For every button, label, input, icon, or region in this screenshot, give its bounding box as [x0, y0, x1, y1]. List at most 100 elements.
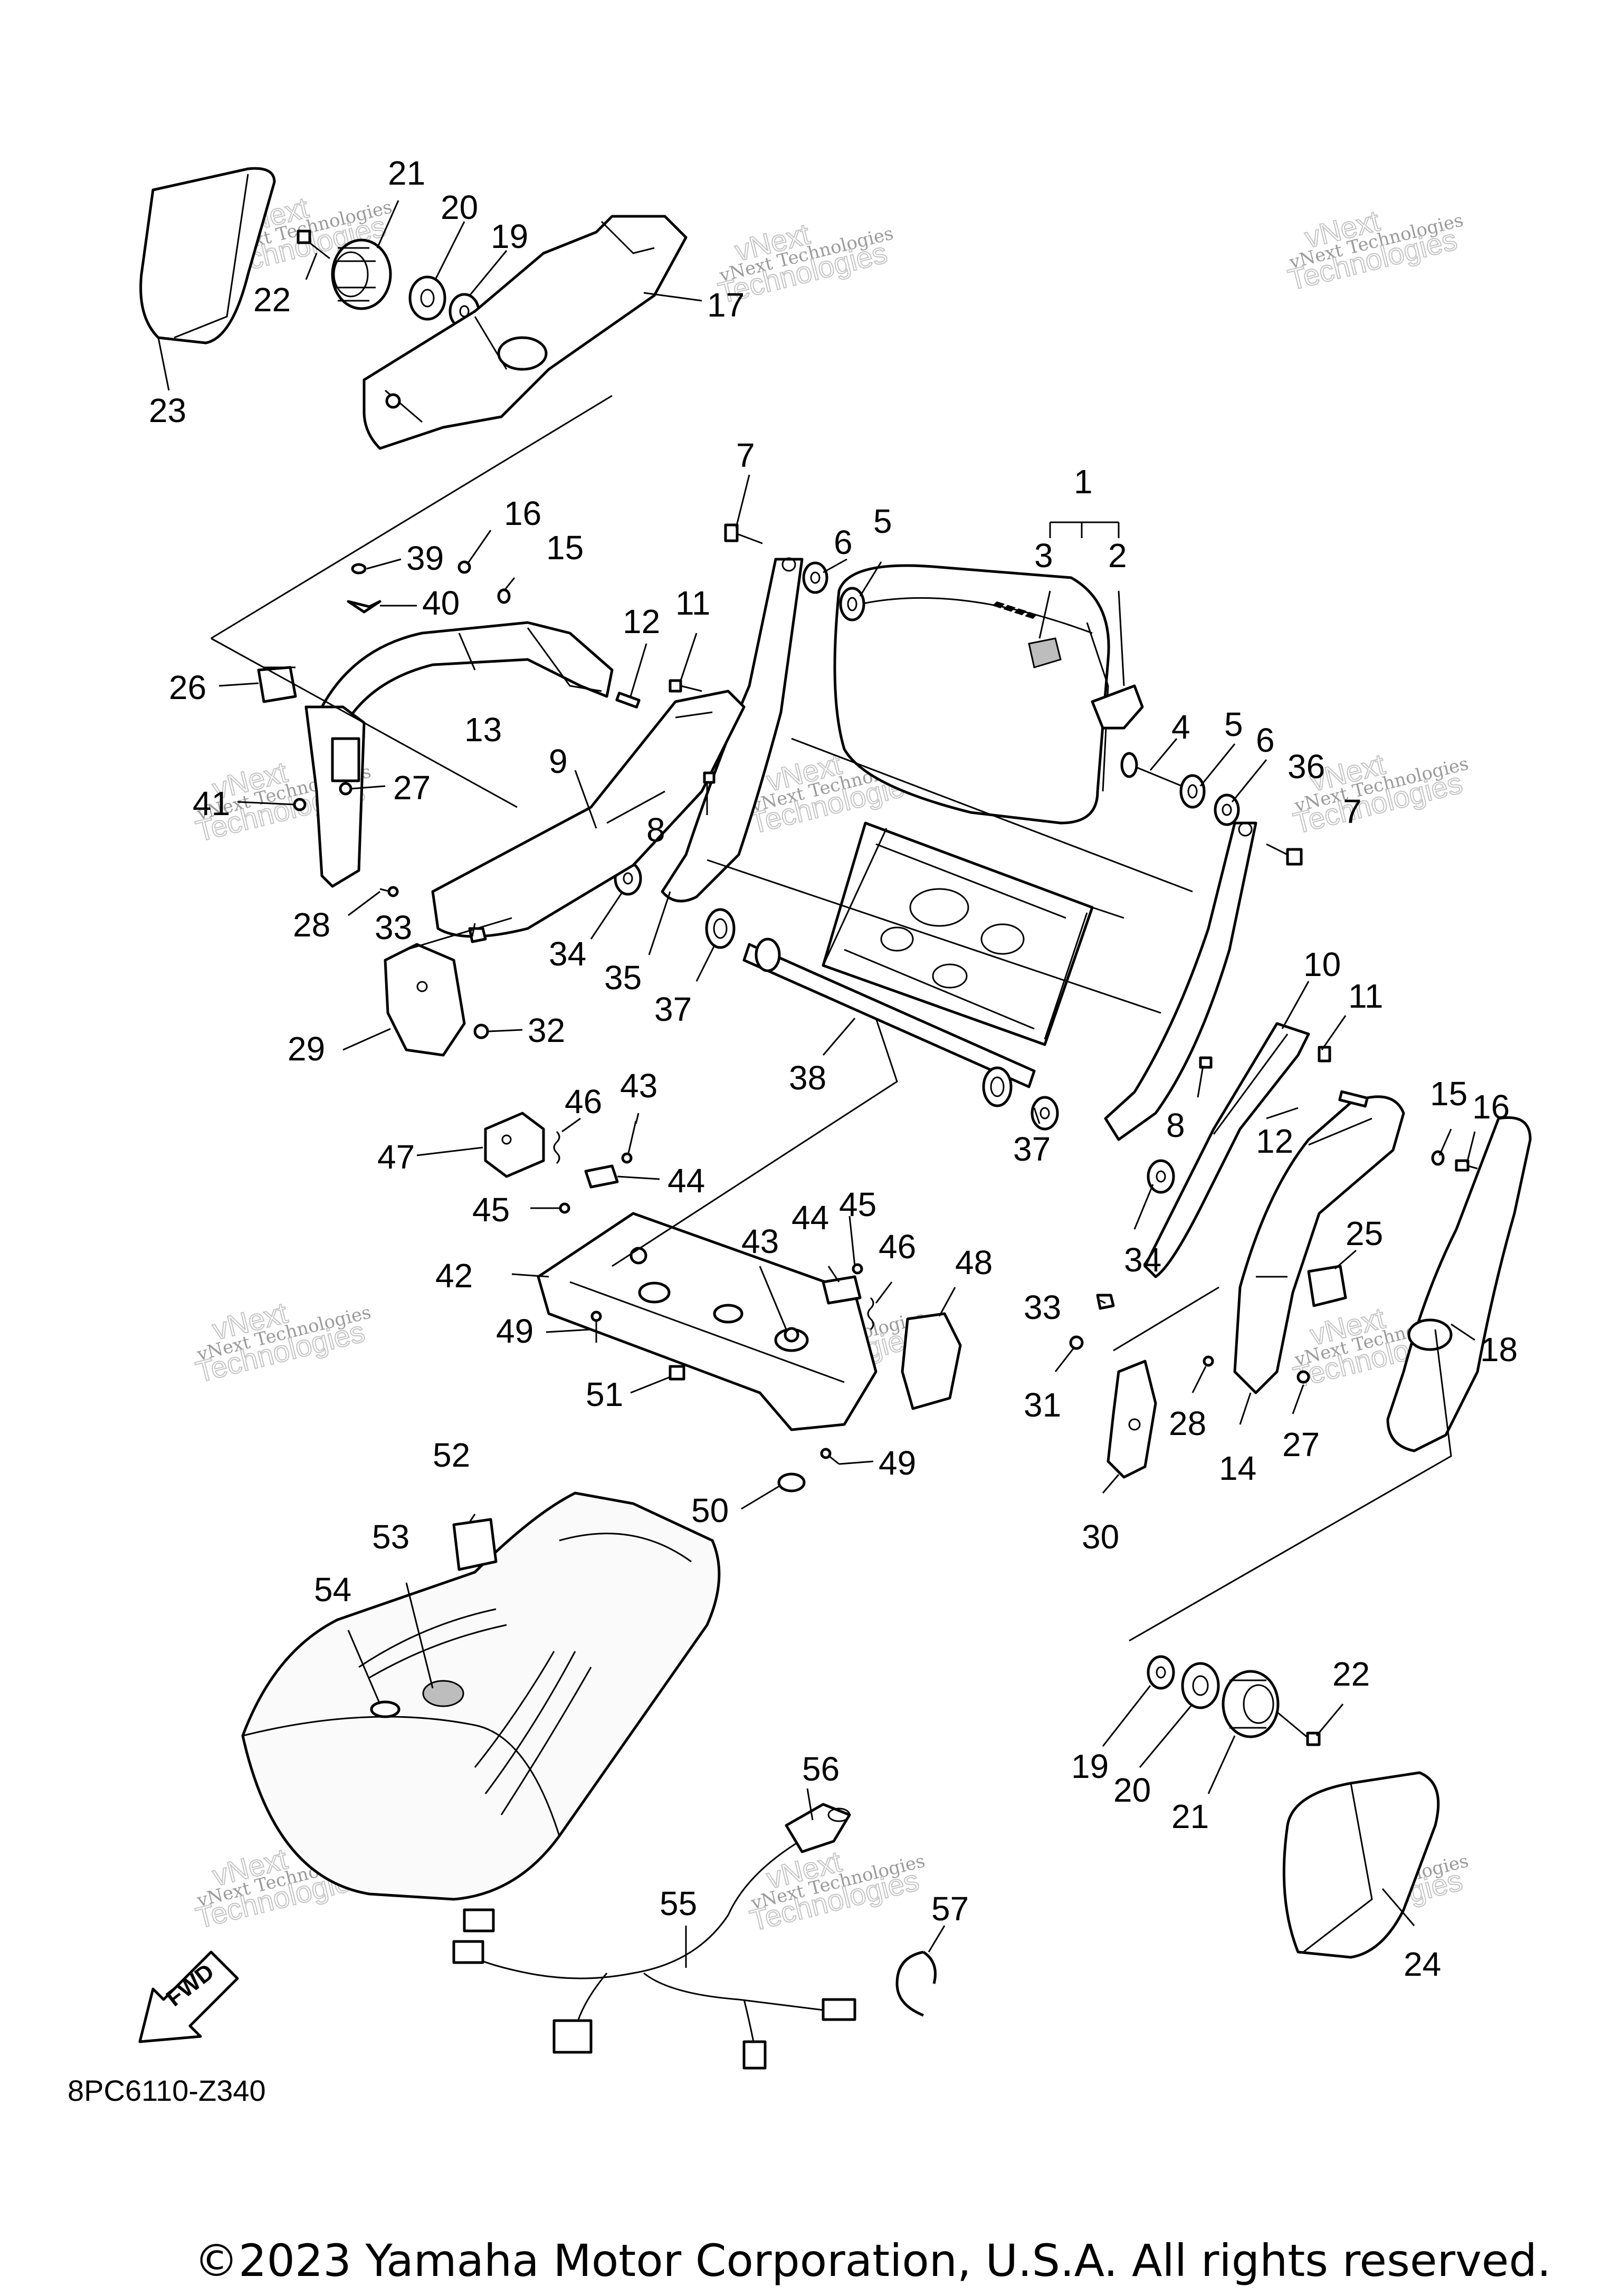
washer-6 — [1214, 793, 1240, 826]
panel-10 — [1143, 1022, 1310, 1278]
callout-8a: 8 — [646, 811, 665, 849]
callout-39: 39 — [406, 539, 444, 577]
callout-52: 52 — [433, 1436, 470, 1474]
bushing-37a — [705, 908, 736, 949]
bolt-11b — [1318, 1046, 1331, 1063]
callout-17: 17 — [707, 286, 745, 324]
latch-47 — [484, 1112, 545, 1178]
spring-46b — [867, 1297, 874, 1331]
knob-left — [331, 238, 392, 310]
latch-48 — [901, 1312, 962, 1410]
clip-44b — [822, 1275, 862, 1305]
bolt-8a — [703, 771, 716, 784]
spring-46a — [553, 1131, 560, 1164]
callout-44b: 44 — [792, 1199, 829, 1237]
callout-21a: 21 — [388, 154, 425, 192]
callout-3: 3 — [1034, 537, 1053, 575]
backrest-1: ▰▰▰▰ — [833, 564, 1110, 825]
armrest-14 — [1233, 1095, 1405, 1394]
pin-49a — [590, 1310, 602, 1343]
callout-19b: 19 — [1071, 1747, 1109, 1785]
callout-41: 41 — [193, 785, 230, 822]
callout-48: 48 — [955, 1243, 993, 1281]
clamp-57 — [895, 1950, 937, 2017]
armrest-cover-18 — [1386, 1116, 1532, 1452]
bolt-51 — [669, 1365, 685, 1381]
callout-8b: 8 — [1166, 1106, 1185, 1144]
callout-42: 42 — [435, 1257, 473, 1295]
callout-12a: 12 — [623, 602, 660, 640]
pin-49b — [820, 1448, 840, 1465]
bolt-7a — [724, 523, 763, 544]
bolt-27b — [1296, 1370, 1310, 1384]
callout-36: 36 — [1288, 748, 1325, 786]
bolt-11a — [669, 679, 702, 693]
callout-12b: 12 — [1256, 1122, 1293, 1160]
callout-10: 10 — [1303, 945, 1341, 983]
nut-45a — [559, 1202, 570, 1214]
socket-56 — [785, 1803, 851, 1853]
nut-45b — [852, 1263, 863, 1275]
callout-1: 1 — [1074, 463, 1093, 501]
side-bracket-left — [304, 705, 366, 888]
callout-6a: 6 — [834, 523, 853, 561]
callout-11a: 11 — [675, 584, 710, 622]
callout-38: 38 — [789, 1059, 826, 1097]
callout-6b: 6 — [1256, 721, 1275, 759]
leader-lines — [157, 200, 1476, 1968]
callout-34b: 34 — [1124, 1241, 1161, 1279]
callout-20b: 20 — [1113, 1771, 1151, 1809]
callout-53: 53 — [372, 1518, 409, 1556]
callout-51: 51 — [586, 1375, 623, 1413]
callout-2: 2 — [1108, 537, 1127, 575]
callout-19a: 19 — [491, 217, 528, 255]
callout-49b: 49 — [879, 1444, 916, 1482]
callout-31: 31 — [1024, 1386, 1061, 1424]
bolt-33b — [1096, 1294, 1115, 1310]
callout-27b: 27 — [1282, 1426, 1320, 1463]
washer-15a — [497, 588, 511, 604]
callout-34a: 34 — [549, 935, 586, 973]
clip-44a — [584, 1164, 619, 1189]
callout-32: 32 — [528, 1011, 565, 1049]
bolt-31 — [1069, 1335, 1084, 1350]
shaft-4 — [1120, 752, 1183, 787]
callout-7b: 7 — [1343, 792, 1362, 830]
bolt-43b — [784, 1327, 799, 1343]
frame-assembly — [822, 821, 1094, 1046]
bolt-43a — [621, 1121, 637, 1164]
callout-33b: 33 — [1024, 1288, 1061, 1326]
assembly-lines — [211, 395, 1452, 1642]
callout-29: 29 — [288, 1030, 325, 1068]
callout-15a: 15 — [546, 529, 584, 567]
pad-25 — [1307, 1265, 1347, 1307]
callout-7a: 7 — [736, 436, 755, 474]
panel-9 — [431, 690, 746, 938]
callout-14: 14 — [1219, 1449, 1256, 1487]
collar-5 — [1179, 774, 1206, 809]
callout-20a: 20 — [441, 188, 478, 226]
callout-35: 35 — [604, 959, 642, 997]
diagram-code: 8PC6110-Z340 — [68, 2074, 266, 2107]
callout-56: 56 — [802, 1750, 840, 1788]
callout-15b: 15 — [1430, 1075, 1467, 1113]
pin-12a — [615, 692, 641, 709]
callout-5b: 5 — [1224, 705, 1243, 743]
collar-20b — [1181, 1662, 1220, 1709]
callout-labels: 21 20 19 22 17 23 7 1 3 2 6 5 16 15 39 4… — [149, 154, 1518, 1983]
shaft-38 — [742, 906, 1124, 1088]
link-arm-right-36 — [1104, 821, 1257, 1141]
plate-29 — [384, 943, 466, 1057]
callout-22b: 22 — [1332, 1655, 1370, 1693]
armrest-cover-left — [139, 167, 276, 345]
callout-30: 30 — [1082, 1518, 1119, 1556]
callout-5a: 5 — [873, 502, 892, 540]
callout-26: 26 — [169, 668, 206, 706]
callout-46b: 46 — [879, 1228, 916, 1266]
pin-28b — [1203, 1355, 1214, 1367]
watermark: vNext vNext Technologies Technologies — [746, 1844, 927, 1938]
callout-43b: 43 — [741, 1222, 779, 1260]
callout-4: 4 — [1171, 708, 1190, 746]
tab-2 — [1091, 684, 1144, 730]
callout-24: 24 — [1404, 1945, 1441, 1983]
